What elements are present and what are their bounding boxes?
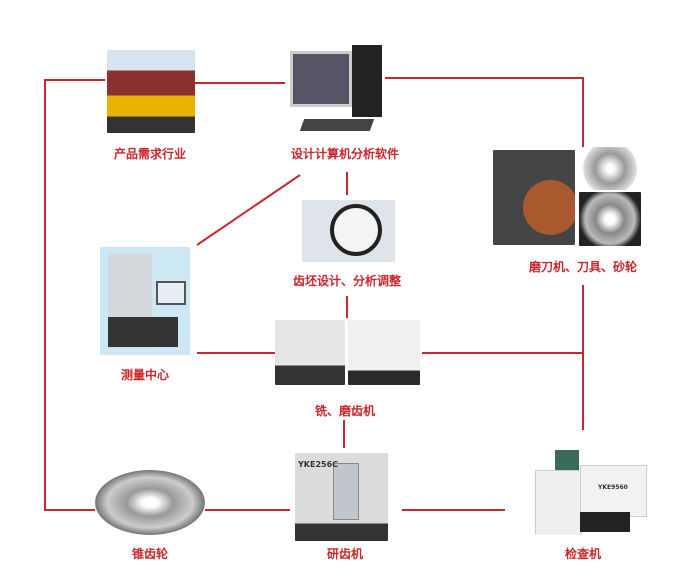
label-tools: 磨刀机、刀具、砂轮 <box>528 260 638 274</box>
line-software-tools <box>385 77 584 148</box>
lapping-model-text: YKE256C <box>298 460 339 469</box>
milling-machine-image <box>275 320 345 385</box>
line-left-loop <box>44 79 105 511</box>
label-measuring: 测量中心 <box>120 368 170 382</box>
truck-image <box>107 50 195 133</box>
computer-image <box>288 45 388 140</box>
label-blank-design: 齿坯设计、分析调整 <box>292 274 402 288</box>
grinding-wheel-image <box>579 192 641 246</box>
label-lapping: 研齿机 <box>326 547 364 561</box>
grinder-image <box>493 150 575 245</box>
label-checker: 检查机 <box>564 547 602 561</box>
analysis-image <box>302 200 395 262</box>
line-software-measuring <box>196 174 301 246</box>
label-software: 设计计算机分析软件 <box>290 147 400 161</box>
cutter-image <box>579 147 641 190</box>
lapping-machine-image <box>295 453 388 541</box>
label-milling: 铣、磨齿机 <box>314 404 376 418</box>
measuring-center-image <box>100 247 190 355</box>
checker-machine-image <box>535 450 650 535</box>
checker-model-text: YKE9560 <box>598 484 628 491</box>
label-bevel-gear: 锥齿轮 <box>131 547 169 561</box>
label-demand: 产品需求行业 <box>113 147 187 161</box>
grinding-machine-image <box>348 320 420 385</box>
bevel-gear-image <box>95 470 205 535</box>
